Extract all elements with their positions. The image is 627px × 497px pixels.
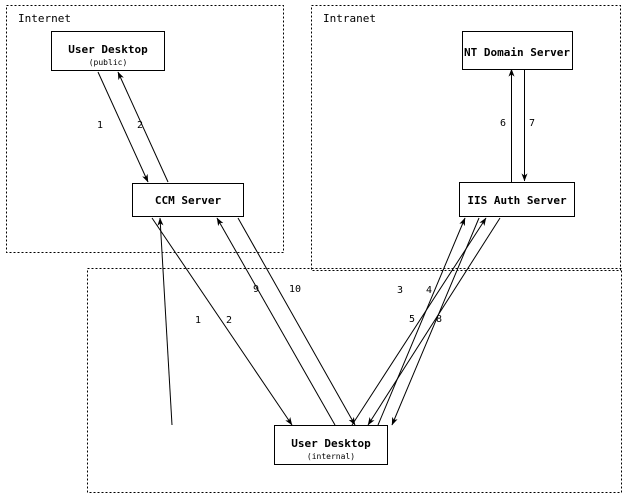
edge-label-2-public: 2 — [137, 120, 143, 131]
edge-label-8: 8 — [436, 314, 442, 325]
zone-internet-label: Internet — [18, 12, 71, 25]
edge-label-3: 3 — [397, 285, 403, 296]
flow-iis-internal-desktop-b — [351, 217, 501, 426]
flow-line-8 — [367, 217, 501, 426]
nt-domain-server-title: NT Domain Server — [464, 46, 570, 59]
edge-label-6: 6 — [500, 118, 506, 129]
user-desktop-internal-title: User Desktop — [291, 437, 371, 450]
edge-label-10: 10 — [289, 284, 301, 295]
node-ccm-server[interactable]: CCM Server — [132, 183, 244, 217]
edge-label-2-internal: 2 — [226, 315, 232, 326]
zone-internal-boundary — [87, 268, 622, 493]
flow-iis-internal-desktop-a — [377, 217, 480, 426]
ccm-server-box[interactable] — [132, 183, 244, 217]
flow-line-3 — [377, 217, 466, 426]
node-user-desktop-public[interactable]: User Desktop (public) — [51, 31, 165, 71]
edge-label-9: 9 — [253, 284, 259, 295]
flow-line-4 — [391, 217, 480, 426]
nt-domain-server-box[interactable] — [462, 31, 573, 70]
ccm-server-title: CCM Server — [155, 194, 222, 207]
node-user-desktop-internal[interactable]: User Desktop (internal) — [274, 425, 388, 465]
zone-intranet-label: Intranet — [323, 12, 376, 25]
flow-ccm-internal-desktop-b — [216, 217, 356, 426]
edge-label-7: 7 — [529, 118, 535, 129]
user-desktop-internal-subtitle: (internal) — [307, 452, 355, 461]
iis-auth-server-title: IIS Auth Server — [467, 194, 567, 207]
user-desktop-public-title: User Desktop — [68, 43, 148, 56]
flow-line-10 — [237, 217, 356, 426]
flow-line-9 — [216, 217, 336, 426]
flow-line-1-public — [97, 71, 149, 183]
flow-ccm-internal-desktop-a — [151, 217, 293, 426]
edge-label-5: 5 — [409, 314, 415, 325]
user-desktop-internal-box[interactable] — [274, 425, 388, 465]
edge-label-1-internal: 1 — [195, 315, 201, 326]
node-iis-auth-server[interactable]: IIS Auth Server — [459, 182, 575, 217]
flow-iis-nt-domain — [508, 68, 528, 182]
user-desktop-public-subtitle: (public) — [89, 58, 128, 67]
user-desktop-public-box[interactable] — [51, 31, 165, 71]
iis-auth-server-box[interactable] — [459, 182, 575, 217]
flow-line-1-internal — [151, 217, 293, 426]
edge-label-1-public: 1 — [97, 120, 103, 131]
node-nt-domain-server[interactable]: NT Domain Server — [462, 31, 573, 70]
flow-public-desktop-ccm — [97, 71, 169, 183]
flow-line-2-public — [117, 71, 169, 183]
flow-line-5 — [351, 217, 487, 426]
flow-line-2-internal — [157, 217, 173, 426]
zone-internet-boundary — [6, 5, 284, 253]
edge-label-4: 4 — [426, 285, 432, 296]
